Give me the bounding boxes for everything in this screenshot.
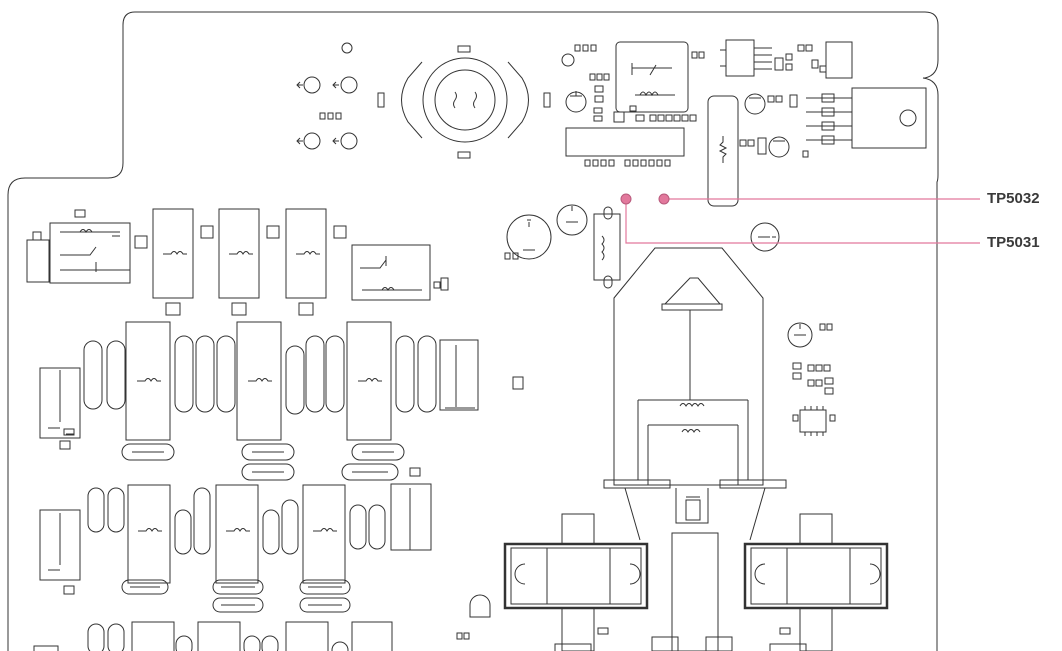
right-small-components	[512, 322, 836, 436]
tp5032-label: TP5032	[987, 190, 1040, 207]
top-left-pads	[296, 42, 358, 150]
center-transformer	[603, 247, 787, 651]
tp5032-pad	[658, 193, 670, 205]
power-devices	[456, 513, 889, 651]
top-right-components	[707, 39, 927, 207]
test-point-leaders	[625, 198, 980, 244]
board-outline	[7, 11, 939, 651]
top-relay	[561, 41, 705, 167]
tp5031-label: TP5031	[987, 234, 1040, 251]
tp5031-pad	[620, 193, 632, 205]
toroid-transformer	[377, 45, 551, 159]
left-inductor-rows	[33, 321, 479, 651]
center-capacitors	[504, 204, 780, 289]
tp5031-leader	[625, 199, 980, 244]
left-relay-block	[26, 208, 449, 316]
